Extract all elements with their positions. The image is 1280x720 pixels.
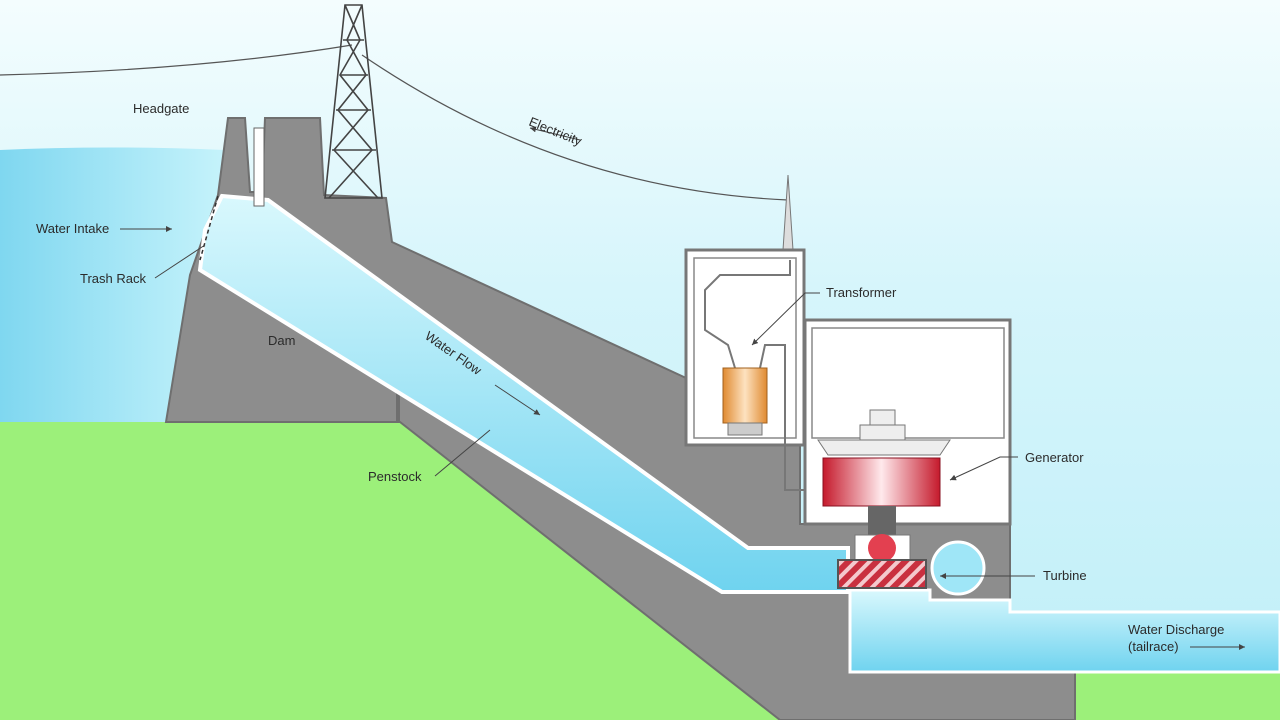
headgate — [253, 127, 265, 207]
transformer-wires — [704, 260, 825, 491]
label-tailrace: (tailrace) — [1128, 639, 1179, 654]
turbine-spiral — [930, 540, 986, 596]
label-water-discharge: Water Discharge — [1128, 622, 1224, 637]
turbine-core — [868, 534, 896, 562]
turbine — [837, 559, 927, 589]
label-transformer: Transformer — [826, 285, 897, 300]
label-penstock: Penstock — [368, 469, 422, 484]
label-turbine: Turbine — [1043, 568, 1087, 583]
label-headgate: Headgate — [133, 101, 189, 116]
ground — [0, 422, 780, 720]
tailrace-water — [848, 588, 1280, 674]
reservoir — [0, 147, 225, 425]
transmission-tower — [324, 4, 383, 199]
label-generator: Generator — [1025, 450, 1084, 465]
generator — [822, 457, 941, 507]
label-dam: Dam — [268, 333, 295, 348]
label-trash-rack: Trash Rack — [80, 271, 146, 286]
power-line — [0, 44, 789, 201]
label-water-intake: Water Intake — [36, 221, 109, 236]
ground-right — [1070, 672, 1280, 720]
transformer — [722, 367, 768, 424]
penstock-pipe — [197, 193, 850, 594]
